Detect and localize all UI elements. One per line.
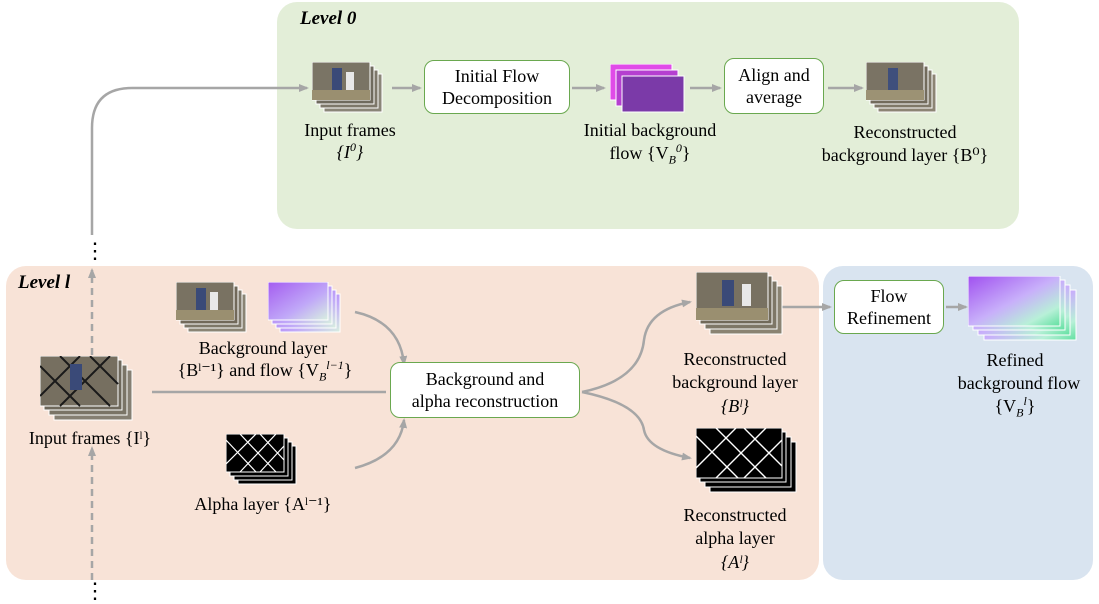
arrow-recon-to-bg [581,299,692,394]
levell-bg-layer-line1: Background layer [198,338,328,358]
levell-alpha-image [226,434,297,485]
levell-bg-flow-image [268,282,341,333]
level0-input-set: {I0} [336,140,364,162]
levell-reconstructed-alpha-image [696,428,797,493]
align-line1: Align and [738,65,810,85]
init-flow-line1: Initial background [583,120,717,140]
initial-flow-decomposition-box: Initial Flow Decomposition [424,60,570,114]
refine-box-line1: Flow [870,286,908,306]
levell-input-frames-image [40,356,133,421]
levell-recon-alpha-line2: alpha layer [695,528,775,548]
refined-out-line1: Refined [986,350,1044,370]
level0-recon-line2: background layer {B⁰} [821,145,989,165]
flow-box-line2: Decomposition [442,88,552,108]
initial-background-flow-image [610,64,685,113]
levell-bg-layer-set: {Bˡ⁻¹} and flow {VBl−1} [177,358,353,384]
arrow-alpha-to-recon [354,418,408,470]
arrow-bglayer-to-recon [354,310,408,366]
level0-input-frames-image [312,62,383,113]
level0-reconstructed-bg-image [866,62,937,113]
refined-flow-image [968,276,1077,341]
align-line2: average [746,87,802,107]
level0-title: Level 0 [300,8,357,29]
continuation-dots-bottom: ⋮ [84,578,106,603]
level0-input-label: Input frames [304,120,396,140]
levell-recon-bg-line1: Reconstructed [683,349,787,369]
levell-recon-bg-line2: background layer [672,372,798,392]
refined-out-line2: background flow [957,373,1081,393]
arrow-recon-to-alpha [581,390,692,461]
level0-recon-line1: Reconstructed [853,122,957,142]
init-flow-line2: flow {VB0} [609,141,691,167]
refined-out-set: {VBl} [994,394,1036,420]
recon-box-line2: alpha reconstruction [411,391,559,411]
flow-box-line1: Initial Flow [454,66,540,86]
levell-recon-alpha-set: {Aˡ} [721,552,749,572]
levell-reconstructed-bg-image [696,272,783,335]
bg-alpha-reconstruction-box: Background and alpha reconstruction [390,362,580,418]
levell-recon-bg-set: {Bˡ} [721,396,749,416]
align-average-box: Align and average [724,58,824,114]
level0-panel [277,2,1019,229]
level-link-curve [90,84,309,235]
recon-box-line1: Background and [425,369,545,389]
continuation-dots-top: ⋮ [84,238,106,263]
levell-input-label: Input frames {Iˡ} [28,428,152,448]
levell-panel [6,266,819,580]
refine-box-line2: Refinement [847,308,931,328]
flow-refinement-box: Flow Refinement [834,280,944,334]
levell-recon-alpha-line1: Reconstructed [683,505,787,525]
levell-title: Level l [18,272,71,293]
levell-bg-layer-image [176,282,247,333]
levell-alpha-label: Alpha layer {Aˡ⁻¹} [194,494,332,514]
